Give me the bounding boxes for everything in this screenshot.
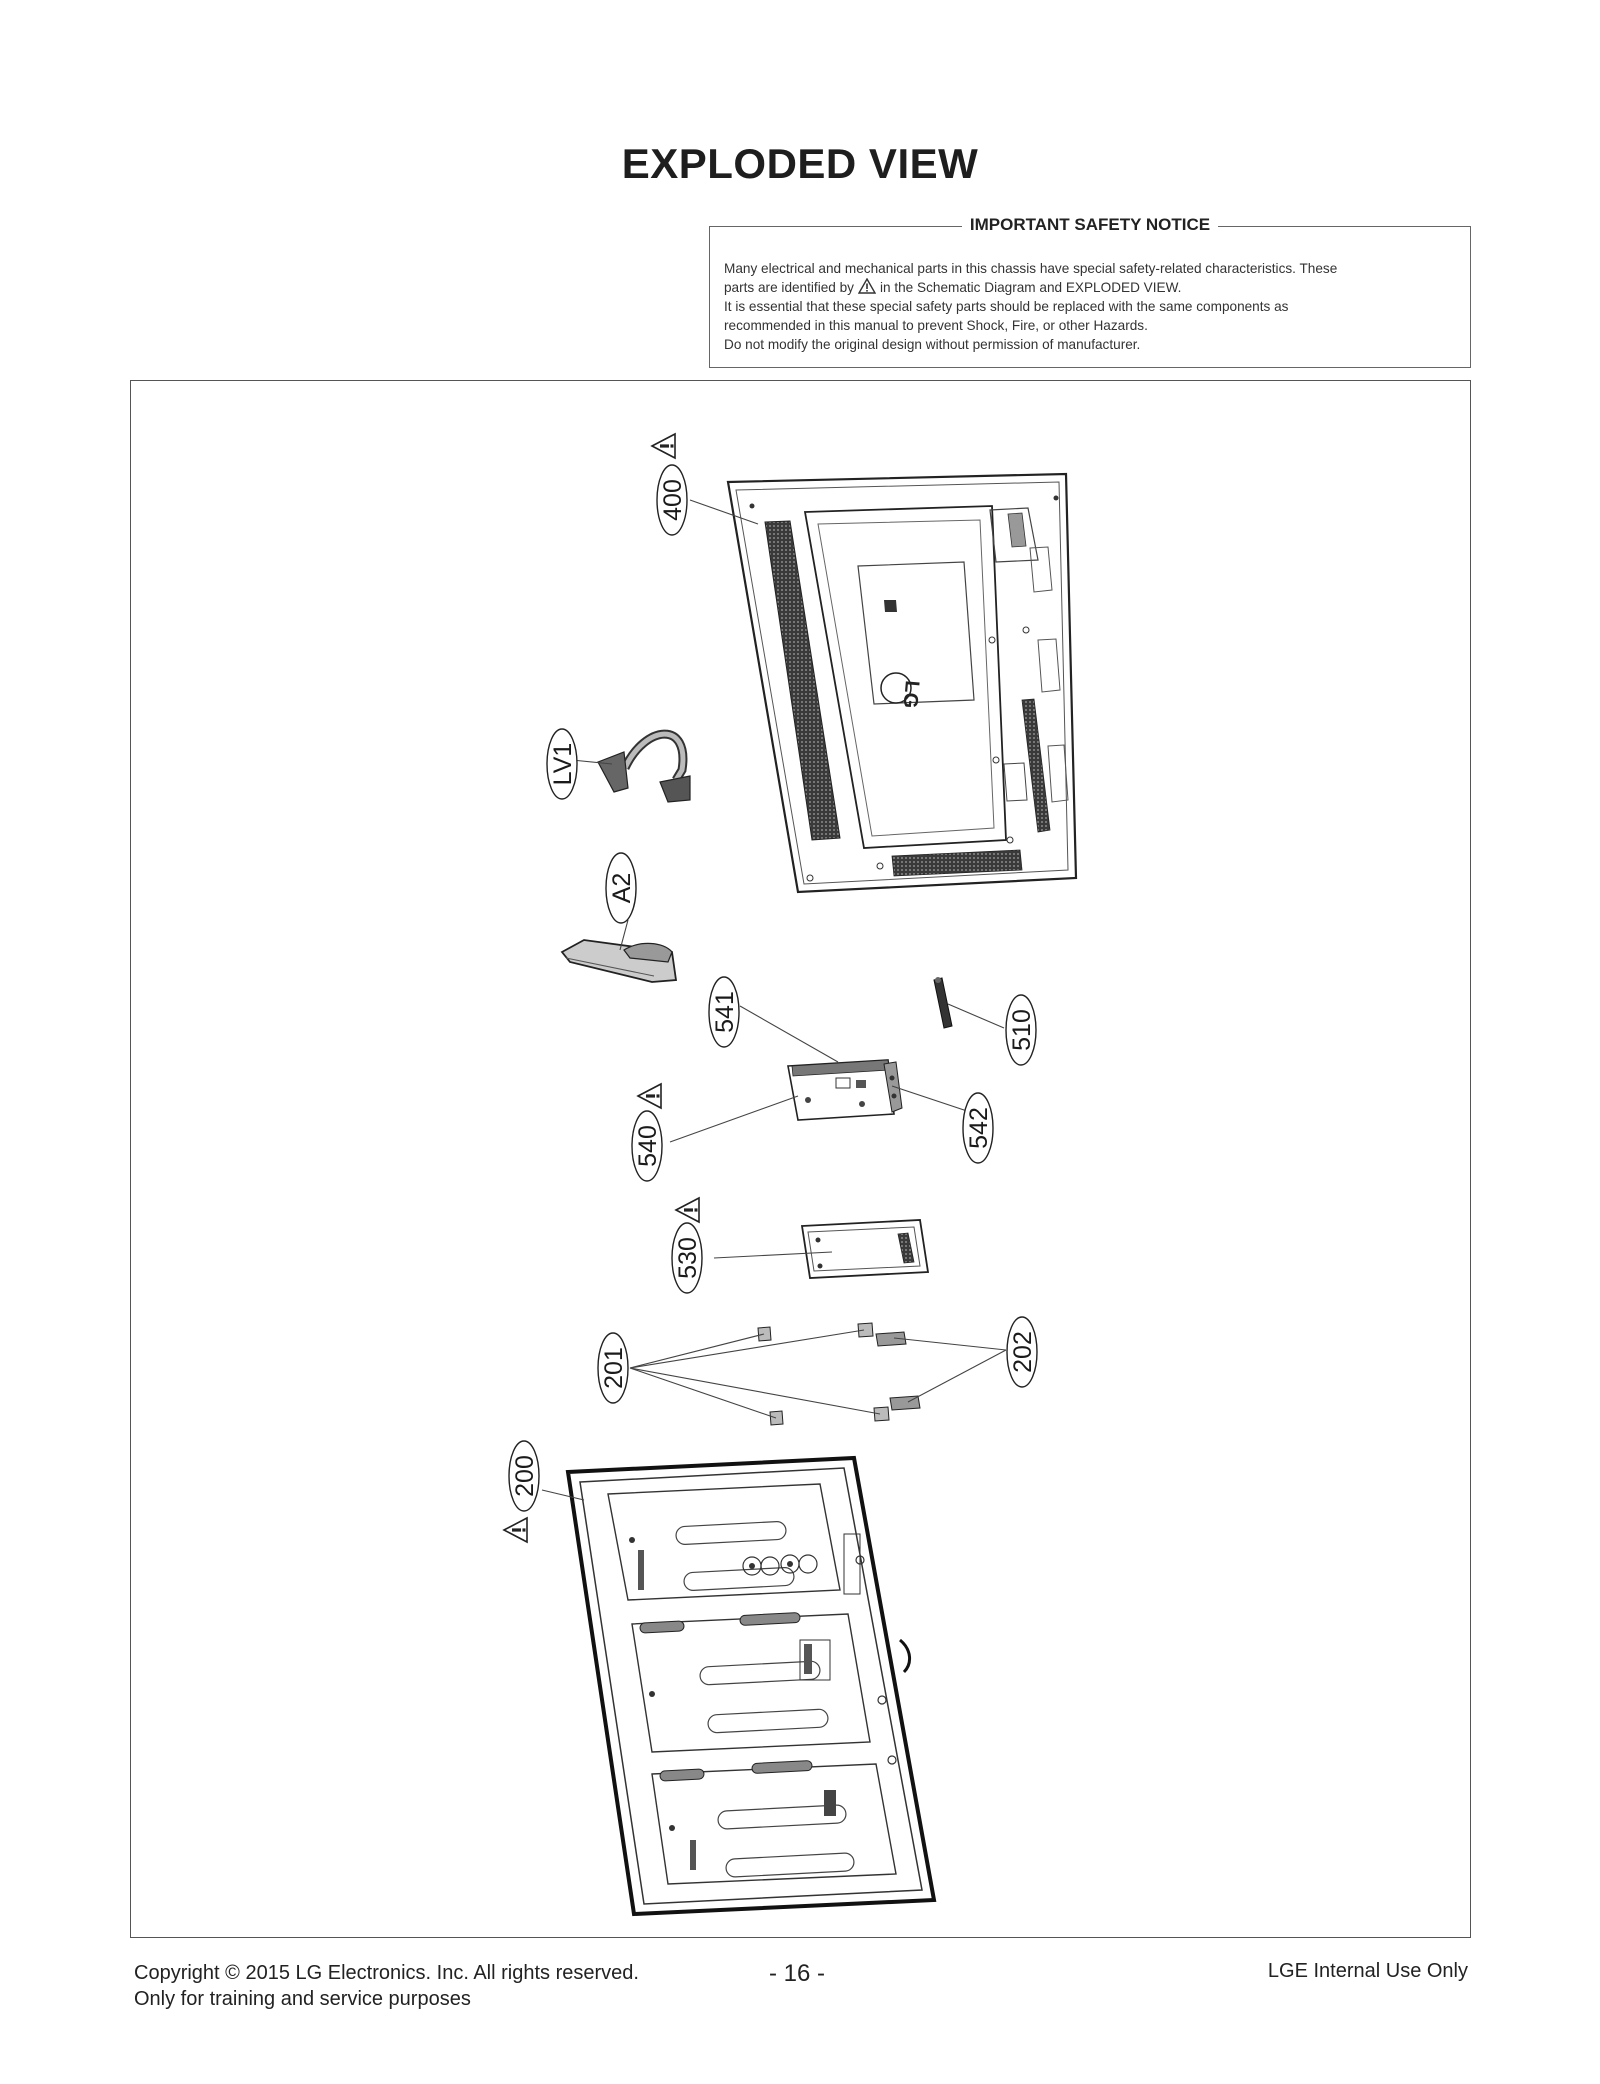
svg-text:540: 540 bbox=[634, 1125, 662, 1167]
svg-text:202: 202 bbox=[1009, 1331, 1037, 1373]
speaker-brackets bbox=[757, 1322, 921, 1426]
power-board bbox=[800, 1219, 930, 1279]
leader-lines bbox=[541, 499, 1007, 1501]
safety-warning-icon bbox=[675, 1197, 700, 1223]
footer-copyright: Copyright © 2015 LG Electronics. Inc. Al… bbox=[134, 1962, 639, 1984]
notice-line-5: Do not modify the original design withou… bbox=[724, 337, 1141, 352]
safety-notice-box: IMPORTANT SAFETY NOTICE Many electrical … bbox=[709, 215, 1471, 368]
safety-warning-icon bbox=[637, 1083, 662, 1109]
main-board bbox=[787, 1059, 903, 1121]
svg-text:A2: A2 bbox=[608, 873, 636, 904]
svg-text:542: 542 bbox=[965, 1107, 993, 1149]
svg-text:LV1: LV1 bbox=[549, 743, 577, 786]
lcd-module bbox=[565, 1455, 937, 1917]
svg-text:201: 201 bbox=[600, 1347, 628, 1389]
notice-line-4: recommended in this manual to prevent Sh… bbox=[724, 318, 1148, 333]
svg-text:510: 510 bbox=[1008, 1009, 1036, 1051]
page-number: - 16 - bbox=[769, 1960, 826, 1987]
callout-a2: A2 bbox=[605, 852, 637, 924]
exploded-view-frame bbox=[130, 380, 1471, 1938]
back-cover: LG bbox=[726, 472, 1078, 894]
stand-base bbox=[560, 939, 678, 983]
svg-text:200: 200 bbox=[511, 1455, 539, 1497]
callout-201: 201 bbox=[597, 1332, 629, 1404]
safety-notice-title: IMPORTANT SAFETY NOTICE bbox=[961, 215, 1219, 234]
safety-warning-icon bbox=[503, 1517, 528, 1543]
ir-board bbox=[933, 977, 953, 1029]
callout-400: 400 bbox=[651, 433, 688, 536]
footer-internal-use: LGE Internal Use Only bbox=[1267, 1960, 1468, 1982]
callout-530: 530 bbox=[671, 1197, 703, 1294]
notice-line-3: It is essential that these special safet… bbox=[724, 299, 1289, 314]
svg-text:541: 541 bbox=[711, 991, 739, 1033]
safety-notice-text: Many electrical and mechanical parts in … bbox=[724, 259, 1456, 354]
callout-lv1: LV1 bbox=[546, 728, 578, 800]
page-title: EXPLODED VIEW bbox=[621, 140, 979, 187]
callout-540: 540 bbox=[631, 1083, 663, 1182]
notice-line-1: Many electrical and mechanical parts in … bbox=[724, 261, 1338, 276]
callout-510: 510 bbox=[1005, 994, 1037, 1066]
callout-542: 542 bbox=[962, 1092, 994, 1164]
safety-warning-icon bbox=[857, 278, 876, 294]
safety-warning-icon bbox=[651, 433, 676, 459]
svg-text:530: 530 bbox=[674, 1237, 702, 1279]
lg-logo: LG bbox=[899, 680, 923, 710]
footer-copyright-block: Copyright © 2015 LG Electronics. Inc. Al… bbox=[134, 1960, 639, 2012]
callout-202: 202 bbox=[1006, 1316, 1038, 1388]
lvds-cable bbox=[597, 729, 691, 803]
callout-541: 541 bbox=[708, 976, 740, 1048]
footer-purpose: Only for training and service purposes bbox=[134, 1988, 471, 2010]
callout-200: 200 bbox=[503, 1440, 540, 1543]
svg-text:400: 400 bbox=[659, 479, 687, 521]
